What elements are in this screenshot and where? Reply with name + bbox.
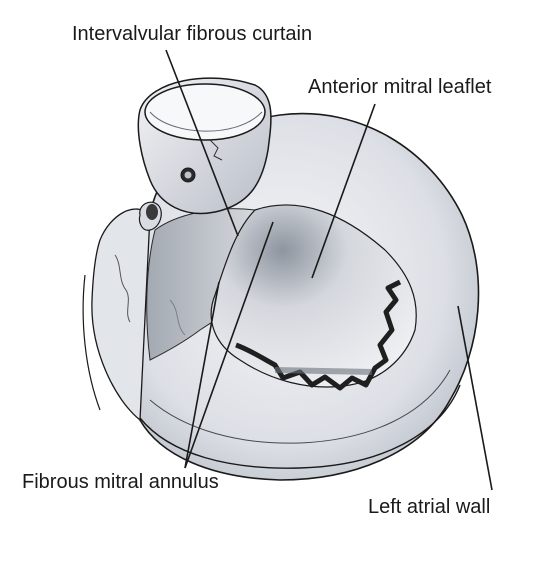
label-intervalvular-fibrous-curtain: Intervalvular fibrous curtain	[72, 24, 312, 44]
posterior-wall	[92, 209, 150, 420]
label-anterior-mitral-leaflet: Anterior mitral leaflet	[308, 77, 491, 97]
label-left-atrial-wall: Left atrial wall	[368, 497, 490, 517]
label-fibrous-mitral-annulus: Fibrous mitral annulus	[22, 472, 219, 492]
